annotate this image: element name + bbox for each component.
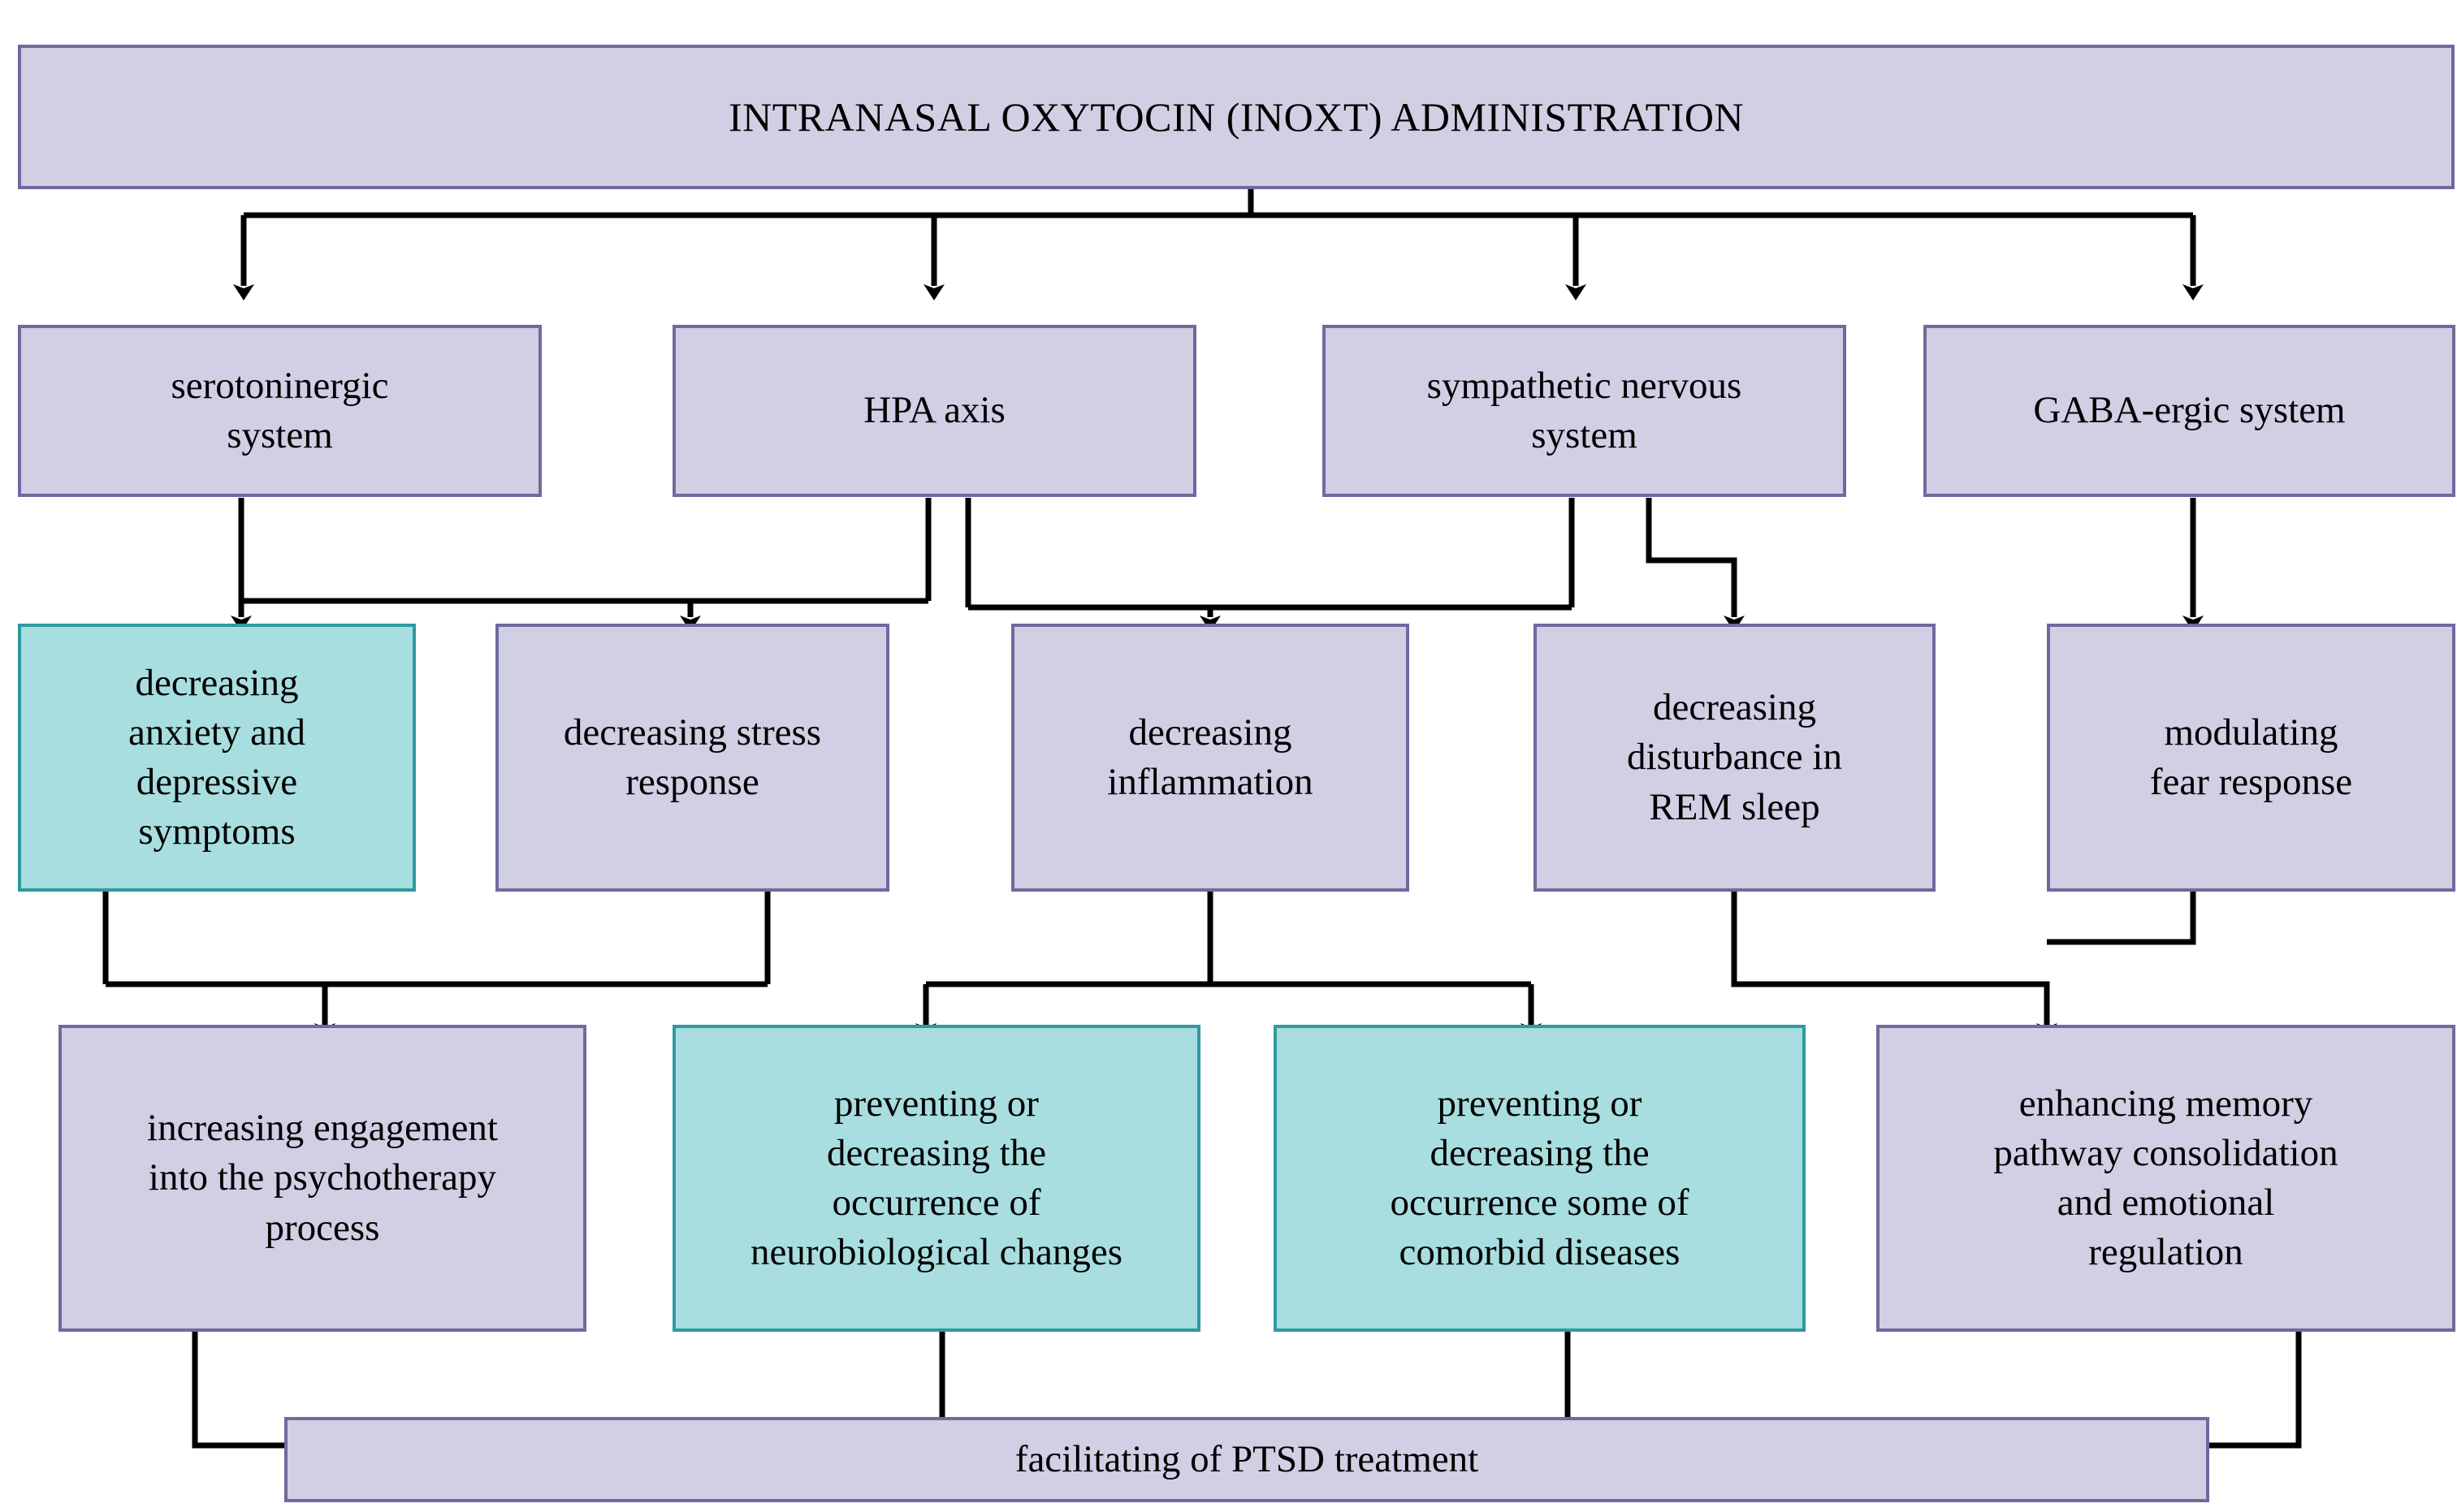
node-decreasing-anxiety-depressive-symptoms[interactable]: decreasing anxiety and depressive sympto…	[18, 624, 416, 892]
node-enhancing-memory-consolidation[interactable]: enhancing memory pathway consolidation a…	[1876, 1025, 2455, 1332]
node-modulating-fear-response[interactable]: modulating fear response	[2047, 624, 2455, 892]
node-facilitating-ptsd-treatment[interactable]: facilitating of PTSD treatment	[284, 1417, 2209, 1502]
edge-memory-to-final	[2209, 1332, 2302, 1449]
node-intranasal-oxytocin-administration[interactable]: INTRANASAL OXYTOCIN (INOXT) ADMINISTRATI…	[18, 45, 2455, 189]
node-sympathetic-nervous-system[interactable]: sympathetic nervous system	[1322, 325, 1846, 497]
edge-engagement-to-final	[192, 1332, 284, 1449]
edge-rem-to-memory	[1731, 892, 2057, 1039]
node-preventing-neurobiological-changes[interactable]: preventing or decreasing the occurrence …	[673, 1025, 1200, 1332]
node-serotoninergic-system[interactable]: serotoninergic system	[18, 325, 542, 497]
node-decreasing-inflammation[interactable]: decreasing inflammation	[1011, 624, 1409, 892]
node-preventing-comorbid-diseases[interactable]: preventing or decreasing the occurrence …	[1274, 1025, 1806, 1332]
node-increasing-psychotherapy-engagement[interactable]: increasing engagement into the psychothe…	[58, 1025, 586, 1332]
edge-to-rem-sleep	[1646, 498, 1745, 632]
node-decreasing-rem-sleep-disturbance[interactable]: decreasing disturbance in REM sleep	[1533, 624, 1936, 892]
edge-fear-to-memory	[2047, 892, 2196, 945]
node-gaba-ergic-system[interactable]: GABA-ergic system	[1923, 325, 2455, 497]
node-decreasing-stress-response[interactable]: decreasing stress response	[495, 624, 889, 892]
node-hpa-axis[interactable]: HPA axis	[673, 325, 1196, 497]
